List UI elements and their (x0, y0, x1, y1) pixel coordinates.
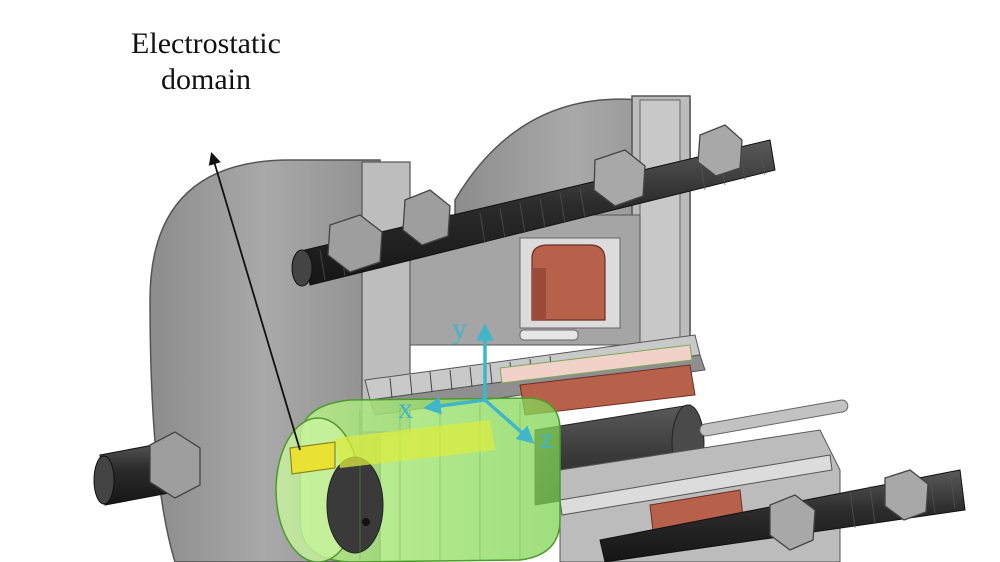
hex-nut-upper-right-2 (697, 124, 743, 177)
sensor-pin (519, 329, 579, 341)
copper-coil-top-side (532, 268, 546, 320)
hex-nut-lower-1 (769, 494, 816, 551)
x-axis-arrow (423, 397, 486, 415)
annotation-pointer-arrow (208, 151, 301, 451)
domain-yellow-band (335, 420, 495, 468)
coordinate-axes (423, 323, 535, 444)
label-line-1: Electrostatic (131, 27, 281, 60)
x-axis-label: x (398, 392, 413, 425)
label-line-2: domain (161, 63, 251, 96)
hex-nut-left (149, 431, 201, 499)
z-axis-arrow (483, 398, 535, 444)
rotor-bore (362, 518, 370, 526)
inner-rotor-face (326, 456, 384, 554)
electrostatic-domain-label: Electrostatic domain (96, 26, 316, 98)
copper-coil-top (531, 244, 606, 321)
hex-nut-lower-2 (884, 469, 929, 521)
rear-plate-face (639, 99, 681, 361)
y-axis-label: y (452, 312, 467, 345)
lower-lamination (559, 454, 833, 516)
shaft-rod (699, 399, 849, 437)
hex-nut-upper-left (327, 214, 383, 273)
hex-nut-upper-mid (402, 189, 451, 246)
pink-insulator (499, 344, 693, 384)
z-axis-label: z (540, 422, 553, 455)
hex-nut-upper-right-1 (593, 149, 646, 207)
electrostatic-domain-highlight (289, 441, 336, 475)
